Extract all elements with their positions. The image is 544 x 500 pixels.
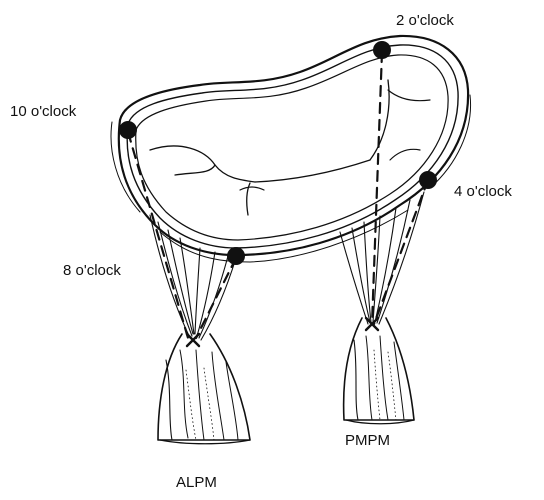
alpm-muscle <box>158 334 250 444</box>
chordae-alpm <box>128 132 236 340</box>
dot-10-oclock <box>119 121 137 139</box>
alpm-tip-mark <box>187 334 199 346</box>
label-4-oclock: 4 o'clock <box>454 183 512 201</box>
label-alpm: ALPM <box>176 474 217 492</box>
dot-2-oclock <box>373 41 391 59</box>
dot-8-oclock <box>227 247 245 265</box>
chordae-pmpm <box>340 52 428 324</box>
label-2-oclock: 2 o'clock <box>396 12 454 30</box>
pmpm-muscle <box>344 318 414 424</box>
dot-4-oclock <box>419 171 437 189</box>
label-8-oclock: 8 o'clock <box>63 262 121 280</box>
label-pmpm: PMPM <box>345 432 390 450</box>
label-10-oclock: 10 o'clock <box>10 103 76 121</box>
